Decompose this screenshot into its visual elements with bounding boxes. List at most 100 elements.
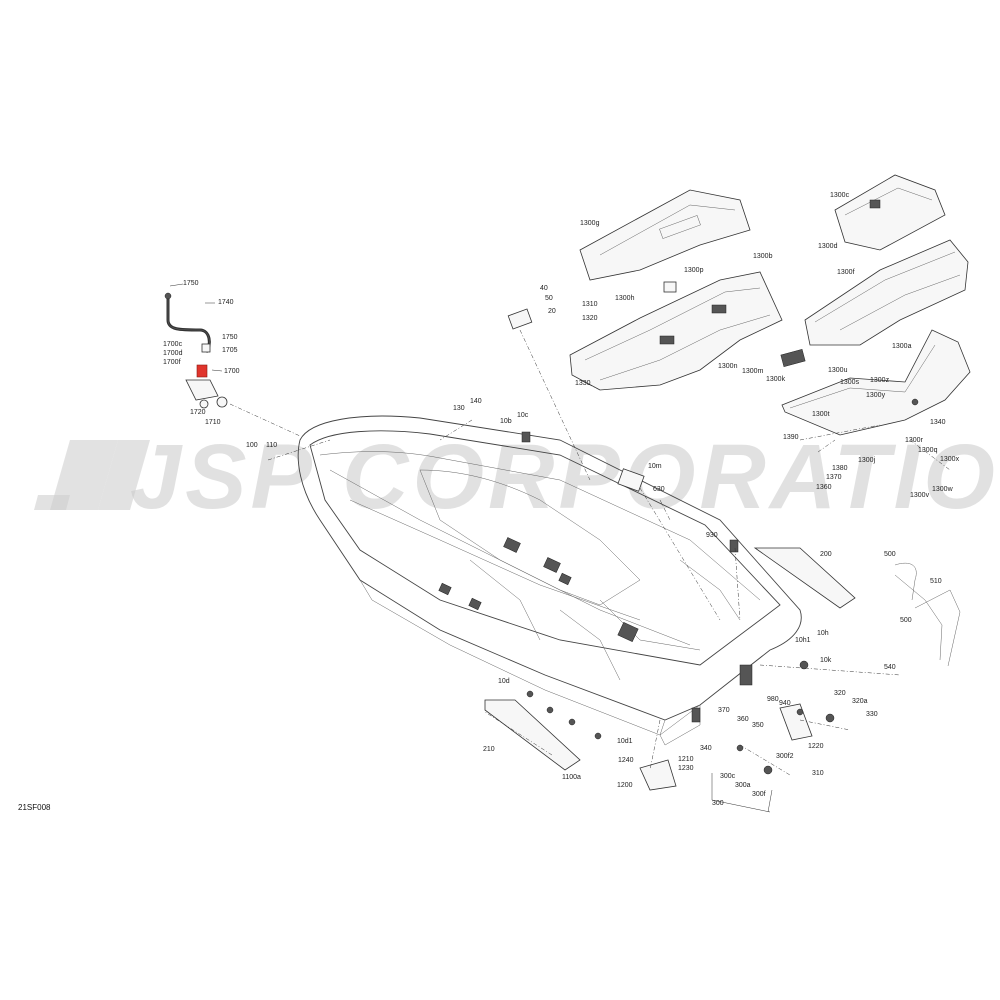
callout-1300q: 1300q [918,447,938,454]
callout-1300d: 1300d [818,243,838,250]
callout-10h: 10h [817,630,829,637]
vent-hose-assembly [164,292,228,409]
callout-940: 940 [779,700,791,707]
callout-130: 130 [453,405,465,412]
callout-1370: 1370 [826,474,842,481]
callout-500: 500 [900,617,912,624]
callout-630: 630 [653,486,665,493]
callout-10k: 10k [820,657,832,664]
callout-1340: 1340 [930,419,946,426]
callout-1330: 1330 [575,380,591,387]
callout-320a: 320a [852,698,868,705]
callout-540: 540 [884,664,896,671]
callout-1300s: 1300s [840,379,860,386]
callout-1700: 1700 [224,368,240,375]
callout-1200: 1200 [617,782,633,789]
callout-140: 140 [470,398,482,405]
callout-360: 360 [737,716,749,723]
footrest-1300c [834,174,946,251]
callout-1300a: 1300a [892,343,912,350]
callout-1310: 1310 [582,301,598,308]
callout-20: 20 [548,308,556,315]
callout-1300v: 1300v [910,492,930,499]
storage-bin-1300f [804,239,969,346]
callout-310: 310 [812,770,824,777]
callout-1360: 1360 [816,484,832,491]
diagram-code: 21SF008 [18,803,51,812]
callout-210: 210 [483,746,495,753]
callout-40: 40 [540,285,548,292]
callout-1300n: 1300n [718,363,738,370]
callout-1300j: 1300j [858,457,876,464]
callout-300a: 300a [735,782,751,789]
callout-350: 350 [752,722,764,729]
watermark: JSP CORPORATION [34,426,1000,528]
callout-1300m: 1300m [742,368,764,375]
callout-1300t: 1300t [812,411,830,418]
callout-1100a: 1100a [562,774,581,781]
seat-cover-1300g [579,189,751,281]
callout-1300g: 1300g [580,220,600,227]
highlighted-fitting-icon [196,364,208,378]
callout-300f: 300f [752,791,766,798]
callout-1300c: 1300c [830,192,850,199]
callout-1700c: 1700c [163,341,183,348]
callout-1705: 1705 [222,347,238,354]
watermark-logo-icon [34,440,150,510]
callout-1390: 1390 [783,434,799,441]
callout-1750: 1750 [183,280,199,287]
callout-10h1: 10h1 [795,637,811,644]
callout-1720: 1720 [190,409,206,416]
callout-1300w: 1300w [932,486,954,493]
callout-110: 110 [266,442,277,449]
callout-1300p: 1300p [684,267,704,274]
callout-1700d: 1700d [163,350,183,357]
callout-500: 500 [884,551,896,558]
callout-1220: 1220 [808,743,824,750]
callout-330: 330 [866,711,878,718]
callout-1230: 1230 [678,765,694,772]
callout-1300b: 1300b [753,253,773,260]
callout-930: 930 [706,532,718,539]
callout-1380: 1380 [832,465,848,472]
callout-1300r: 1300r [905,437,924,444]
callout-1740: 1740 [218,299,234,306]
callout-200: 200 [820,551,832,558]
leader-lines [169,283,951,813]
callout-10m: 10m [648,463,662,470]
callout-1710: 1710 [205,419,221,426]
callout-1300x: 1300x [940,456,960,463]
callout-320: 320 [834,690,846,697]
seat-base-1300b [569,271,783,391]
callout-300c: 300c [720,773,736,780]
callout-1300z: 1300z [870,377,890,384]
callout-1320: 1320 [582,315,598,322]
callout-1240: 1240 [618,757,634,764]
rear-bumper-1300a [781,329,971,436]
callout-labels: 1750 1740 1750 1705 1700c 1700d 1700f 17… [163,192,960,807]
callout-1750: 1750 [222,334,238,341]
callout-1300y: 1300y [866,392,886,399]
callout-1300f: 1300f [837,269,855,276]
callout-370: 370 [718,707,730,714]
callout-510: 510 [930,578,942,585]
small-parts [484,281,961,791]
watermark-text: JSP CORPORATION [130,426,1000,528]
callout-1700f: 1700f [163,359,181,366]
callout-10d1: 10d1 [617,738,633,745]
callout-300: 300 [712,800,724,807]
callout-10d: 10d [498,678,510,685]
hull-body [297,415,802,746]
callout-1300u: 1300u [828,367,848,374]
callout-10b: 10b [500,418,512,425]
callout-1210: 1210 [678,756,694,763]
callout-50: 50 [545,295,553,302]
callout-10c: 10c [517,412,529,419]
callout-300f2: 300f2 [776,753,794,760]
callout-1300k: 1300k [766,376,786,383]
callout-340: 340 [700,745,712,752]
callout-1300h: 1300h [615,295,635,302]
callout-980: 980 [767,696,779,703]
callout-100: 100 [246,442,258,449]
